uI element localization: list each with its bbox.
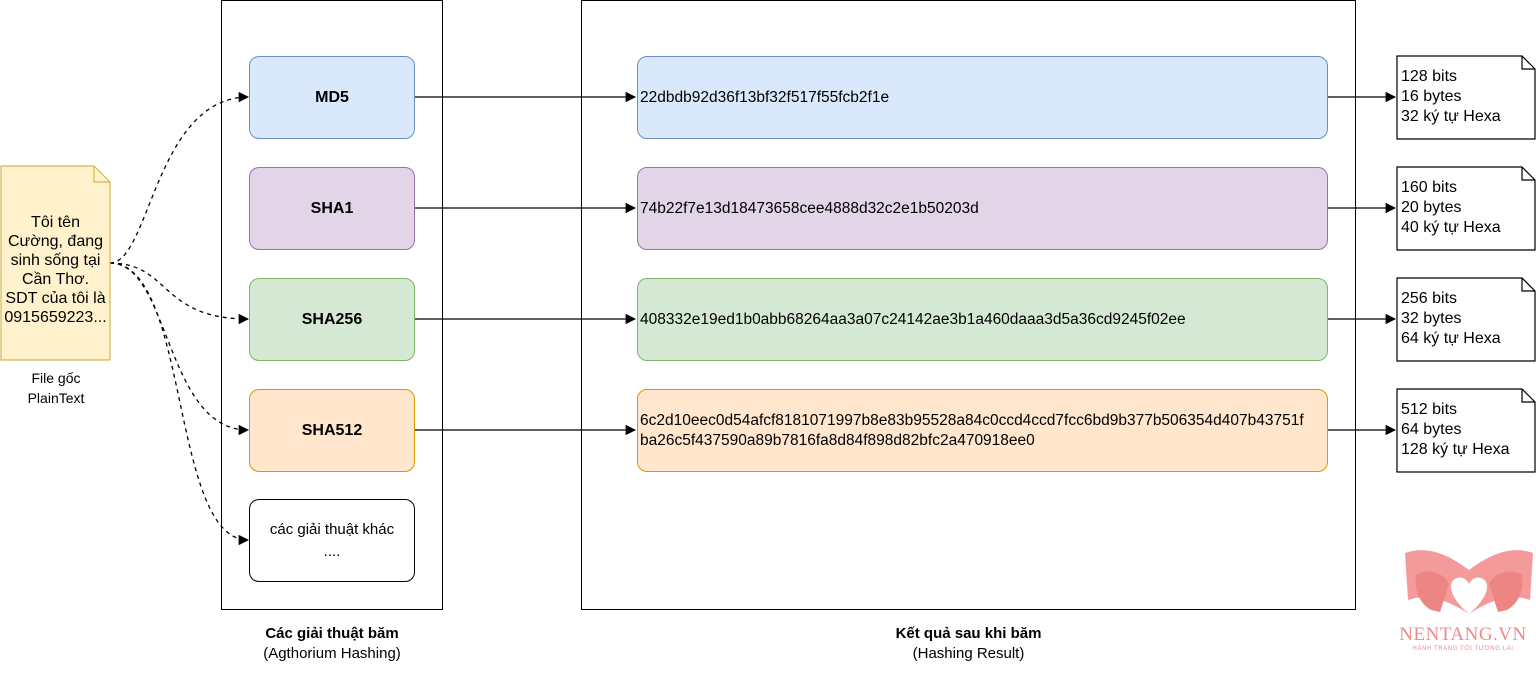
result-md5: 22dbdb92d36f13bf32f517f55fcb2f1e — [637, 56, 1328, 139]
file-caption-line2: PlainText — [27, 390, 85, 406]
algorithms-group-subtitle: (Agthorium Hashing) — [263, 645, 401, 662]
algorithms-group-label: Các giải thuật băm (Agthorium Hashing) — [221, 624, 443, 664]
result-sha512-hash: 6c2d10eec0d54afcf8181071997b8e83b95528a8… — [640, 411, 1304, 449]
dashed-arrow-to-md5 — [109, 91, 250, 264]
results-group-title: Kết quả sau khi băm — [895, 625, 1042, 642]
file-caption-line1: File gốc — [31, 370, 81, 386]
result-sha256: 408332e19ed1b0abb68264aa3a07c24142ae3b1a… — [637, 278, 1328, 361]
results-group-label: Kết quả sau khi băm (Hashing Result) — [581, 624, 1356, 664]
info-md5-bits: 128 bits — [1401, 68, 1458, 85]
result-sha1: 74b22f7e13d18473658cee4888d32c2e1b50203d — [637, 167, 1328, 250]
algo-other: các giải thuật khác .... — [249, 499, 415, 582]
logo-tagline: HÀNH TRANG TỚI TƯƠNG LAI — [1412, 646, 1514, 652]
results-group-subtitle: (Hashing Result) — [912, 645, 1025, 662]
algorithms-group-frame — [221, 0, 443, 610]
algo-other-line1: các giải thuật khác — [269, 520, 395, 538]
algo-sha1: SHA1 — [249, 167, 415, 250]
result-md5-hash: 22dbdb92d36f13bf32f517f55fcb2f1e — [640, 88, 890, 106]
algo-md5-label: MD5 — [315, 88, 349, 106]
algo-sha256: SHA256 — [249, 278, 415, 361]
info-sha512-bytes: 64 bytes — [1401, 421, 1462, 438]
info-md5-hex: 32 ký tự Hexa — [1401, 108, 1501, 125]
info-sha256-hex: 64 ký tự Hexa — [1401, 330, 1501, 347]
book-heart-icon — [1405, 550, 1533, 614]
info-sha512-bits: 512 bits — [1401, 401, 1458, 418]
info-doc-shapes — [1396, 55, 1536, 473]
plaintext-content: Tôi tên Cường, đang sinh sống tại Cần Th… — [4, 214, 107, 326]
nentang-logo: NENTANG.VN HÀNH TRANG TỚI TƯƠNG LAI — [1390, 624, 1536, 652]
info-sha512: 512 bits 64 bytes 128 ký tự Hexa — [1397, 400, 1535, 460]
result-sha1-hash: 74b22f7e13d18473658cee4888d32c2e1b50203d — [640, 199, 979, 217]
info-sha256-bytes: 32 bytes — [1401, 310, 1462, 327]
algo-sha512-label: SHA512 — [301, 421, 363, 439]
info-sha1: 160 bits 20 bytes 40 ký tự Hexa — [1397, 178, 1535, 238]
algo-md5: MD5 — [249, 56, 415, 139]
info-md5: 128 bits 16 bytes 32 ký tự Hexa — [1397, 67, 1535, 127]
info-sha1-hex: 40 ký tự Hexa — [1401, 219, 1501, 236]
results-group-frame — [581, 0, 1356, 610]
info-sha1-bytes: 20 bytes — [1401, 199, 1462, 216]
algorithms-group-title: Các giải thuật băm — [265, 625, 399, 642]
result-sha512: 6c2d10eec0d54afcf8181071997b8e83b95528a8… — [637, 389, 1328, 472]
plaintext-file: Tôi tên Cường, đang sinh sống tại Cần Th… — [1, 166, 110, 360]
algo-sha256-label: SHA256 — [301, 310, 363, 328]
algo-sha512: SHA512 — [249, 389, 415, 472]
file-shape — [0, 165, 111, 361]
dashed-arrow-to-sha256 — [109, 262, 250, 325]
file-caption: File gốc PlainText — [0, 368, 112, 408]
algo-other-line2: .... — [323, 542, 341, 560]
info-sha256-bits: 256 bits — [1401, 290, 1458, 307]
info-sha512-hex: 128 ký tự Hexa — [1401, 441, 1510, 458]
info-sha256: 256 bits 32 bytes 64 ký tự Hexa — [1397, 289, 1535, 349]
dashed-arrow-to-sha512 — [109, 262, 250, 436]
info-sha1-bits: 160 bits — [1401, 179, 1458, 196]
algo-sha1-label: SHA1 — [310, 199, 354, 217]
result-sha256-hash: 408332e19ed1b0abb68264aa3a07c24142ae3b1a… — [640, 310, 1186, 328]
file-fold — [93, 166, 110, 183]
info-md5-bytes: 16 bytes — [1401, 88, 1462, 105]
logo-name: NENTANG.VN — [1399, 624, 1527, 645]
